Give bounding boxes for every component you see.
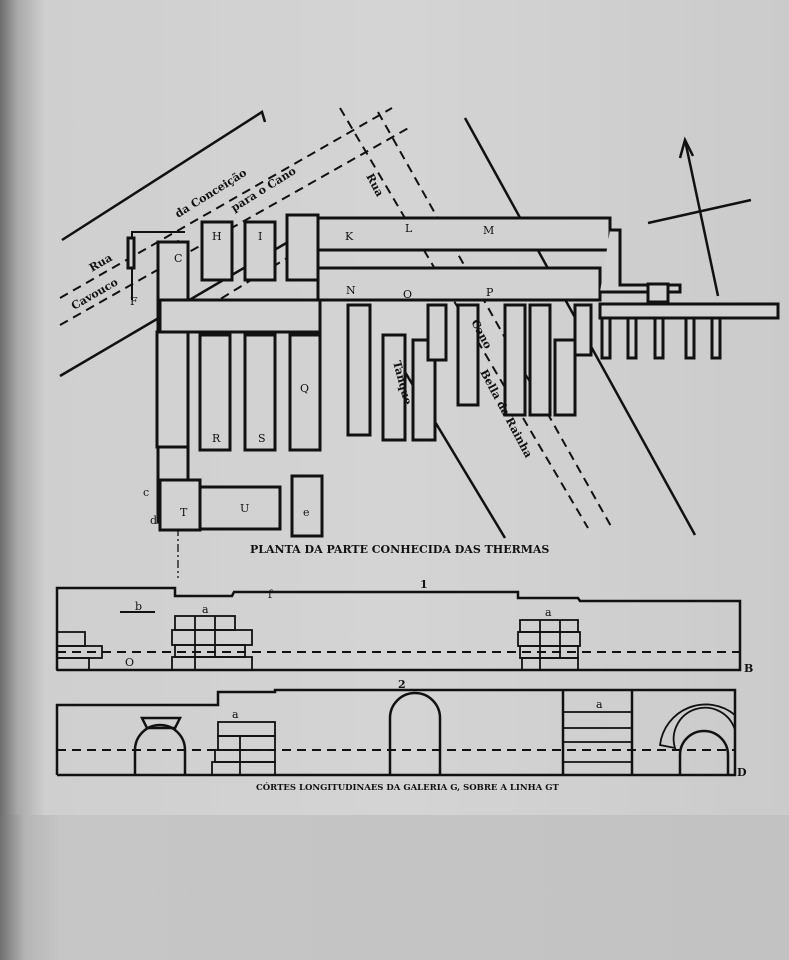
section-2-label-a2: a bbox=[596, 698, 603, 711]
section-2-drawing: a a 2 D bbox=[55, 678, 747, 779]
room-label-f: F bbox=[130, 295, 138, 308]
room-labels: C F H I K L M N O P R S Q T U e c d bbox=[130, 222, 494, 527]
section-1-label-b: b bbox=[135, 600, 142, 613]
rua-cavouco-dashed-line bbox=[59, 125, 413, 326]
room-label-u: U bbox=[240, 502, 249, 515]
section-1-label-o: O bbox=[125, 656, 134, 669]
plan-caption: PLANTA DA PARTE CONHECIDA DAS THERMAS bbox=[250, 543, 550, 556]
north-arrow-head-icon bbox=[678, 136, 695, 159]
street-label-rua: Rua bbox=[87, 251, 115, 274]
section-1-label-f: f bbox=[268, 588, 273, 601]
room-label-s: S bbox=[258, 432, 266, 445]
section-1-drawing: b a f a O 1 B bbox=[55, 578, 753, 675]
room-label-o: O bbox=[403, 288, 412, 301]
room-label-m: M bbox=[483, 224, 494, 237]
room-label-p: P bbox=[486, 286, 494, 299]
rua-cavouco-dashed-line bbox=[59, 107, 393, 299]
section-2-number: 2 bbox=[398, 678, 406, 691]
room-label-r: R bbox=[212, 432, 221, 445]
section-1-end-label: B bbox=[744, 662, 753, 675]
section-1-label-a: a bbox=[202, 603, 209, 616]
room-label-e: e bbox=[303, 506, 310, 519]
axis-dashed-line bbox=[169, 249, 301, 331]
section-2-label-a: a bbox=[232, 708, 239, 721]
room-label-q: Q bbox=[300, 382, 309, 395]
sections-caption: CÓRTES LONGITUDINAES DA GALERIA G, SOBRE… bbox=[256, 783, 559, 793]
room-label-k: K bbox=[345, 230, 354, 243]
room-label-d: d bbox=[150, 514, 157, 527]
section-1-label-a2: a bbox=[545, 606, 552, 619]
lower-sheet bbox=[0, 815, 789, 960]
room-label-c: C bbox=[174, 252, 182, 265]
room-label-l: L bbox=[405, 222, 413, 235]
section-2-end-label: D bbox=[737, 766, 747, 779]
room-label-h: H bbox=[212, 230, 222, 243]
room-label-c-small: c bbox=[143, 486, 149, 499]
street-label-cavouco: Cavouco bbox=[69, 276, 120, 313]
section-1-number: 1 bbox=[420, 578, 428, 591]
plan-rooms bbox=[126, 213, 780, 538]
north-arrow-icon bbox=[683, 139, 720, 297]
room-label-i: I bbox=[258, 230, 262, 243]
street-edge-line bbox=[61, 110, 267, 242]
street-label-rua-right: Rua bbox=[363, 171, 386, 199]
room-label-t: T bbox=[180, 506, 188, 519]
room-label-n: N bbox=[346, 284, 356, 297]
north-arrow-cross bbox=[647, 198, 752, 225]
rua-dashed-line bbox=[377, 111, 613, 529]
